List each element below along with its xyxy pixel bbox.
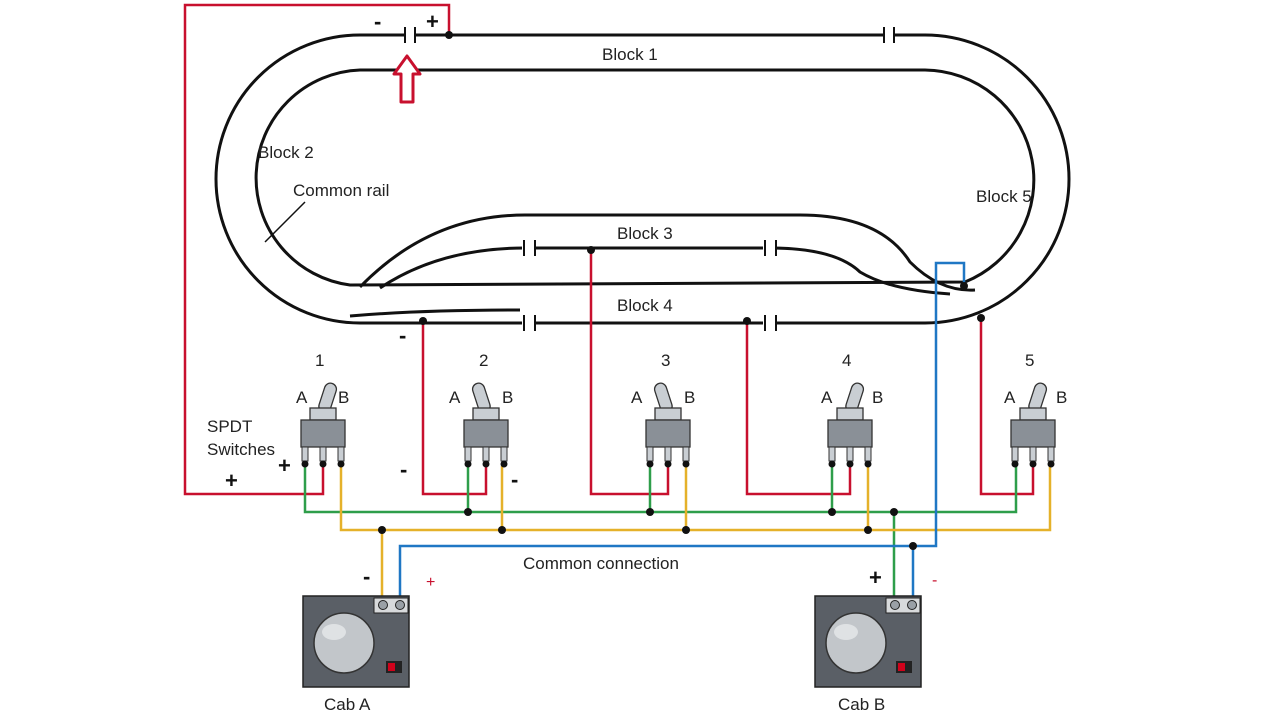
switch-body (827, 419, 873, 448)
spdt-switch-2[interactable] (463, 382, 509, 468)
cab-b-minus-sign: - (932, 572, 937, 589)
switch-2-minus-right-sign: - (511, 467, 518, 492)
switch-3-a: A (631, 388, 643, 407)
block-3-label: Block 3 (617, 224, 673, 243)
block-5-label: Block 5 (976, 187, 1032, 206)
cab-a-bus (339, 466, 1052, 606)
switch-2-minus-sign: - (400, 457, 407, 482)
switch-body (463, 419, 509, 448)
feeder-wires (183, 3, 1035, 496)
rail-gaps (404, 27, 895, 331)
cab-b-knob[interactable] (825, 612, 887, 674)
switch-3-b: B (684, 388, 695, 407)
spdt-switch-4[interactable] (827, 382, 873, 468)
cab-a-knob[interactable] (313, 612, 375, 674)
cab-b-bus (303, 466, 1018, 606)
top-plus-sign: + (426, 9, 439, 34)
switch-2-b: B (502, 388, 513, 407)
feeder-block3 (589, 250, 670, 496)
switch-2-a: A (449, 388, 461, 407)
cab-b-label: Cab B (838, 695, 885, 714)
switch-4-b: B (872, 388, 883, 407)
toggle-lever-icon (471, 382, 500, 421)
switch-1-a: A (296, 388, 308, 407)
cab-a-label: Cab A (324, 695, 371, 714)
switch-body (300, 419, 346, 448)
switch-1-b: B (338, 388, 349, 407)
toggle-lever-icon (836, 382, 865, 421)
block-4-label: Block 4 (617, 296, 673, 315)
cab-a[interactable] (302, 595, 410, 688)
feeder-block1 (183, 3, 451, 496)
common-connection-label: Common connection (523, 554, 679, 573)
lower-siding-rail (349, 308, 521, 318)
switch-4-number: 4 (842, 351, 851, 370)
switch-body (1010, 419, 1056, 448)
feeder-minus-sign: - (399, 323, 406, 348)
junction-dots (378, 31, 985, 550)
switch-4-a: A (821, 388, 833, 407)
switch-1-plus-sign: + (278, 453, 291, 478)
switch-3-number: 3 (661, 351, 670, 370)
toggle-lever-icon (653, 382, 682, 421)
feeder-block2 (421, 321, 488, 496)
cab-b[interactable] (814, 595, 922, 688)
red-feed-plus-sign: + (225, 468, 238, 493)
spdt-label: SPDT (207, 417, 252, 436)
switch-5-b: B (1056, 388, 1067, 407)
cab-a-minus-sign: - (363, 564, 370, 589)
switch-5-number: 5 (1025, 351, 1034, 370)
block-1-label: Block 1 (602, 45, 658, 64)
switch-body (645, 419, 691, 448)
block-2-label: Block 2 (258, 143, 314, 162)
siding-rail (358, 213, 976, 292)
cab-b-plus-sign: + (869, 565, 882, 590)
common-rail-label: Common rail (293, 181, 389, 200)
spdt-switch-5[interactable] (1010, 382, 1056, 468)
cab-a-plus-sign: + (426, 574, 435, 591)
switch-2-number: 2 (479, 351, 488, 370)
switch-5-a: A (1004, 388, 1016, 407)
outer-rail (214, 33, 1071, 325)
switch-terminals (301, 446, 345, 462)
top-minus-sign: - (374, 9, 381, 34)
switch-1-number: 1 (315, 351, 324, 370)
toggle-lever-icon (309, 382, 338, 421)
up-arrow-icon (392, 54, 422, 104)
track-layout (214, 33, 1071, 325)
spdt-switch-1[interactable] (300, 382, 346, 468)
inner-rail (254, 68, 1036, 287)
switches-label: Switches (207, 440, 275, 459)
toggle-lever-icon (1019, 382, 1048, 421)
spdt-switch-3[interactable] (645, 382, 691, 468)
common-rail-pointer (264, 201, 306, 243)
feeder-block5 (979, 318, 1035, 496)
siding-inner-rail (379, 246, 951, 296)
feeder-block4 (745, 321, 852, 496)
